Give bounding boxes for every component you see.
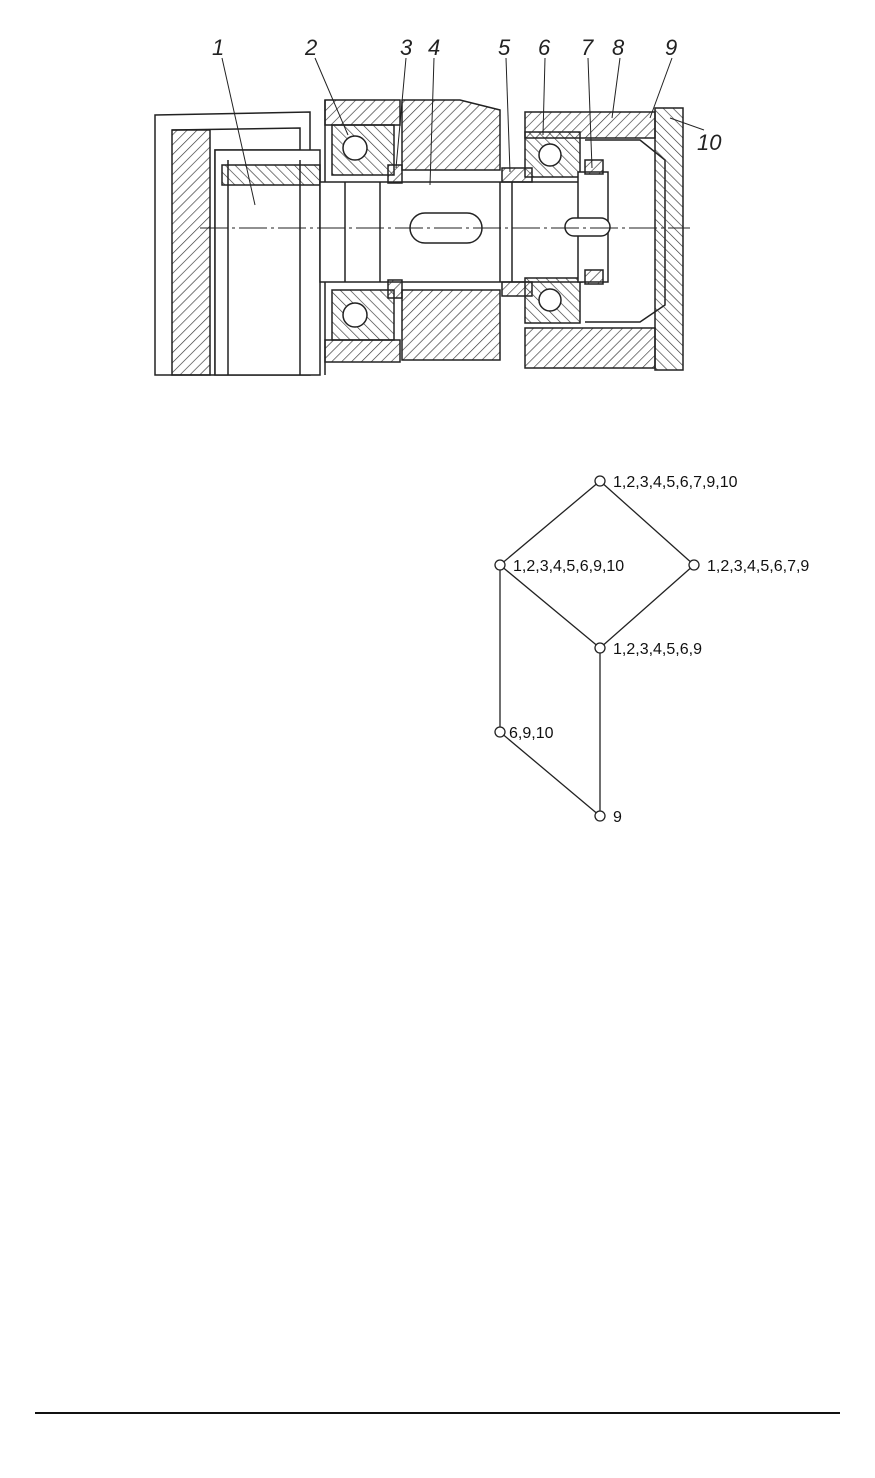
part-number-1: 1: [212, 35, 224, 60]
part-number-labels: 1 2 3 4 5 6 7 8 9 10: [212, 35, 722, 155]
graph-node-label-mid: 1,2,3,4,5,6,9: [613, 641, 702, 658]
assembly-lattice-graph: 1,2,3,4,5,6,7,9,10 1,2,3,4,5,6,9,10 1,2,3,…: [494, 474, 809, 826]
part-number-7: 7: [581, 35, 594, 60]
graph-node-top: [594, 475, 606, 487]
part-number-6: 6: [538, 35, 551, 60]
part-number-5: 5: [498, 35, 511, 60]
graph-edge-left-mid: [499, 564, 601, 649]
shaft-assembly-drawing: [154, 57, 705, 376]
graph-node-label-top: 1,2,3,4,5,6,7,9,10: [613, 474, 738, 491]
graph-node-label-left: 1,2,3,4,5,6,9,10: [513, 558, 624, 575]
graph-edge-top-right: [599, 480, 695, 566]
graph-node-label-bottom: 9: [613, 809, 622, 826]
part-number-8: 8: [612, 35, 625, 60]
part-number-10: 10: [697, 130, 722, 155]
graph-edge-right-mid: [599, 564, 695, 649]
graph-node-lowleft: [494, 726, 506, 738]
graph-edge-top-left: [499, 480, 601, 566]
graph-node-right: [688, 559, 700, 571]
graph-node-bottom: [594, 810, 606, 822]
graph-edge-lowleft-bottom: [499, 731, 601, 817]
graph-node-left: [494, 559, 506, 571]
part-number-3: 3: [400, 35, 413, 60]
part-number-9: 9: [665, 35, 677, 60]
graph-node-label-lowleft: 6,9,10: [509, 725, 554, 742]
part-number-4: 4: [428, 35, 440, 60]
part-number-2: 2: [304, 35, 317, 60]
graph-node-label-right: 1,2,3,4,5,6,7,9: [707, 558, 809, 575]
graph-node-mid: [594, 642, 606, 654]
